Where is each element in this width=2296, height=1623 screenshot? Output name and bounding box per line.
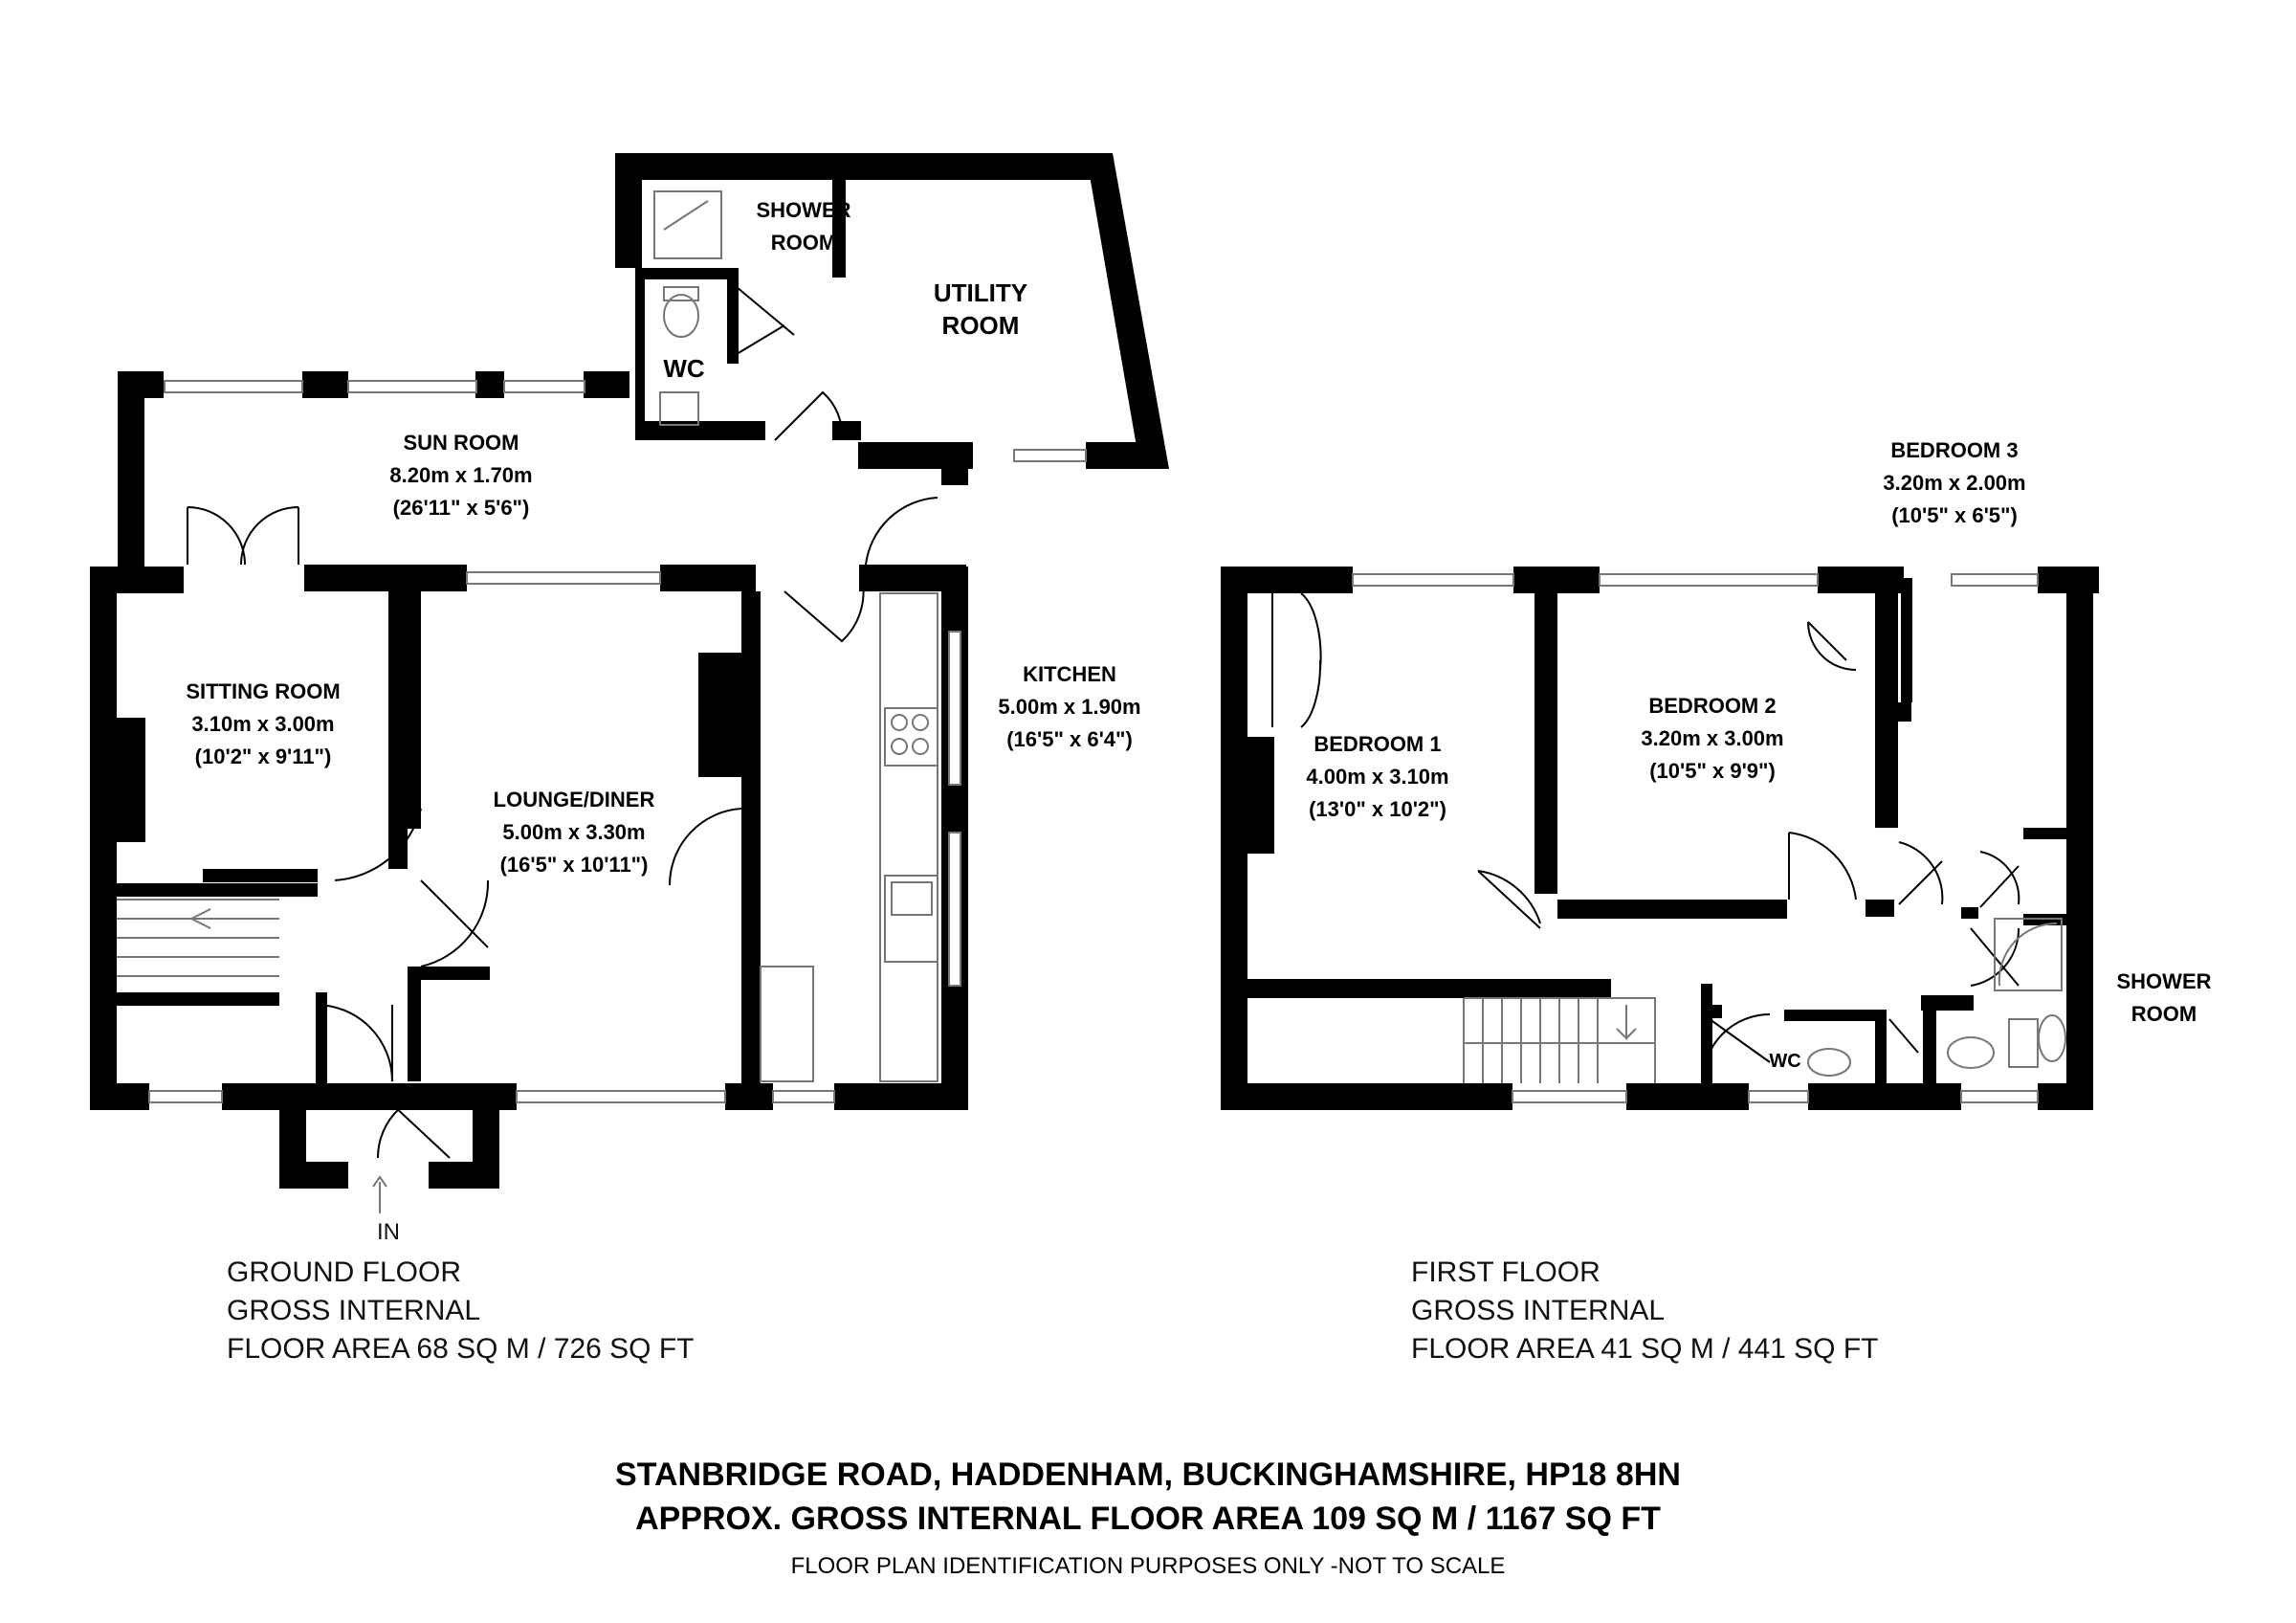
first-floor-title: FIRST FLOOR (1411, 1256, 1601, 1288)
ground-floor-area: FLOOR AREA 68 SQ M / 726 SQ FT (227, 1333, 695, 1365)
ground-floor-subtitle: GROSS INTERNAL (227, 1295, 481, 1326)
first-floor-fixtures (1463, 918, 2066, 1083)
ground-floor-caption: GROUND FLOOR GROSS INTERNAL FLOOR AREA 6… (227, 1254, 695, 1368)
ground-floor-windows (148, 380, 1087, 1103)
total-floor-area: APPROX. GROSS INTERNAL FLOOR AREA 109 SQ… (635, 1501, 1661, 1537)
property-address: STANBRIDGE ROAD, HADDENHAM, BUCKINGHAMSH… (615, 1456, 1681, 1493)
ground-floor-doors (187, 286, 938, 1159)
disclaimer: FLOOR PLAN IDENTIFICATION PURPOSES ONLY … (790, 1553, 1506, 1579)
first-floor-doors (1271, 592, 2020, 1082)
ground-floor-fixtures (117, 190, 938, 1082)
entrance-label: IN (377, 1219, 400, 1245)
ground-floor-title: GROUND FLOOR (227, 1256, 462, 1288)
entrance-arrow-icon (372, 1175, 387, 1213)
footer: STANBRIDGE ROAD, HADDENHAM, BUCKINGHAMSH… (0, 1453, 2296, 1583)
first-floor-plan (1221, 567, 2099, 1110)
first-floor-caption: FIRST FLOOR GROSS INTERNAL FLOOR AREA 41… (1411, 1254, 1879, 1368)
room-label-wc-first: WC (1769, 1051, 1800, 1072)
first-floor-area: FLOOR AREA 41 SQ M / 441 SQ FT (1411, 1333, 1879, 1365)
first-floor-subtitle: GROSS INTERNAL (1411, 1295, 1666, 1326)
room-label-wc-ground: WC (663, 354, 705, 383)
first-floor-windows (1352, 573, 2039, 1103)
ground-floor-plan (90, 153, 1169, 1189)
